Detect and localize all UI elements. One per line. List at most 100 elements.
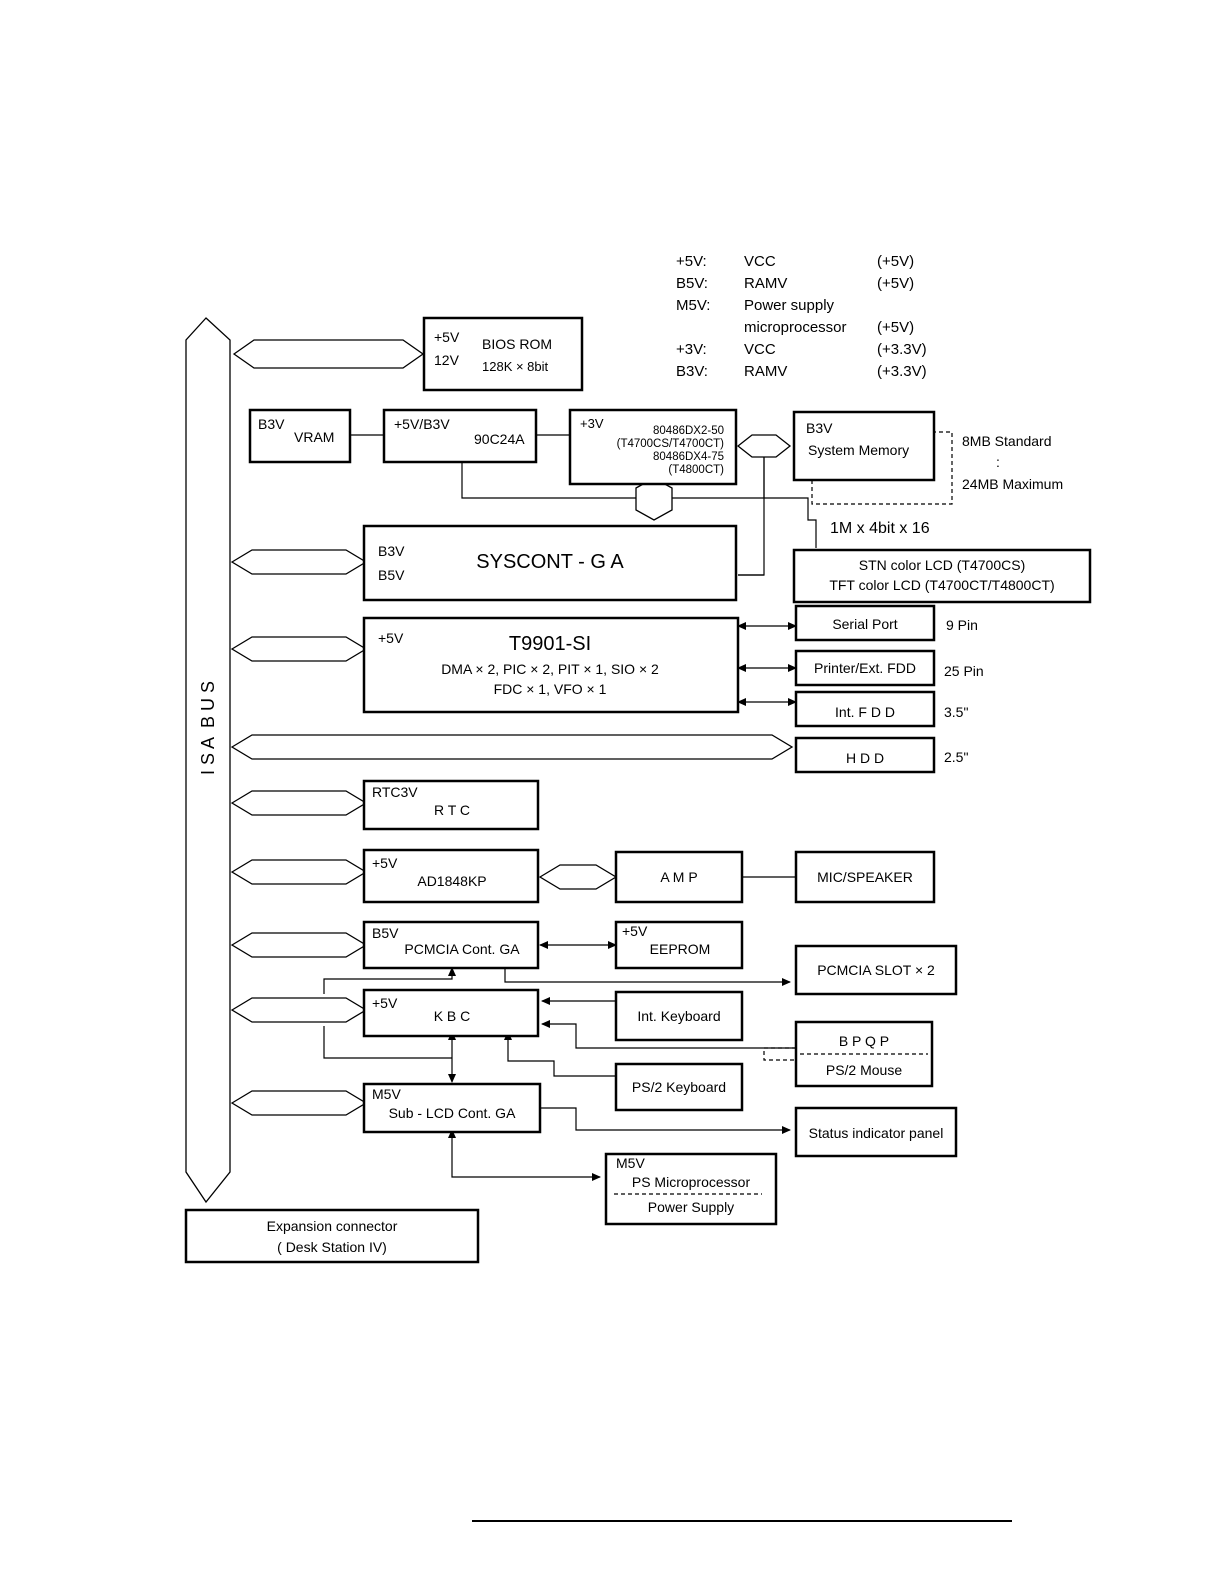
- bus-connectors: [230, 339, 794, 1116]
- audio-codec-name: AD1848KP: [417, 873, 486, 889]
- memory-expansion-dashed: [811, 431, 953, 505]
- legend-val: (+5V): [877, 253, 914, 270]
- wiring: [323, 431, 953, 1181]
- memory-range-separator: :: [996, 454, 1000, 470]
- cpu-voltage: +3V: [580, 416, 604, 431]
- ps-microprocessor-name: PS Microprocessor: [632, 1174, 751, 1190]
- memory-chip-config: 1M x 4bit x 16: [830, 520, 930, 537]
- bios-name: BIOS ROM: [482, 336, 552, 352]
- line-mem-syscont: [738, 457, 765, 576]
- syscont-voltage-1: B3V: [378, 543, 405, 559]
- bus-link-bios: [232, 339, 425, 369]
- bios-voltage-1: +5V: [434, 329, 460, 345]
- bpqp-name: B P Q P: [839, 1033, 889, 1049]
- mic-speaker-block: [794, 850, 936, 904]
- cpu-line-2: (T4700CS/T4700CT): [617, 438, 725, 450]
- legend-desc: Power supply: [744, 297, 835, 314]
- eeprom-block: [614, 920, 744, 970]
- lcd-line-1: STN color LCD (T4700CS): [859, 557, 1026, 573]
- line-pcmcia-slot: [504, 968, 791, 986]
- lcd-line-2: TFT color LCD (T4700CT/T4800CT): [829, 577, 1054, 593]
- printer-name: Printer/Ext. FDD: [814, 660, 916, 676]
- memory-maximum: 24MB Maximum: [962, 476, 1063, 492]
- bus-link-ad1848: [230, 859, 368, 885]
- hdd-block: [794, 736, 936, 774]
- hdd-note: 2.5": [944, 749, 968, 765]
- audio-codec-voltage: +5V: [372, 855, 398, 871]
- power-supply-name: Power Supply: [648, 1199, 734, 1215]
- isa-bus: [185, 317, 231, 1204]
- t9901-block: [362, 616, 740, 714]
- bus-link-t9901: [230, 636, 368, 662]
- eeprom-voltage: +5V: [622, 923, 648, 939]
- ps-microprocessor-voltage: M5V: [616, 1155, 645, 1171]
- int-keyboard-name: Int. Keyboard: [637, 1008, 720, 1024]
- legend-desc: RAMV: [744, 363, 787, 380]
- line-bus-pcmcia: [323, 967, 456, 994]
- bus-link-rtc: [230, 790, 368, 816]
- ps2-mouse-name: PS/2 Mouse: [826, 1062, 902, 1078]
- cpu-line-4: (T4800CT): [668, 464, 724, 476]
- legend-key: M5V:: [676, 297, 710, 314]
- pcmcia-controller-name: PCMCIA Cont. GA: [404, 941, 520, 957]
- system-memory-block: [792, 410, 936, 482]
- system-memory-name: System Memory: [808, 442, 909, 458]
- syscont-name: SYSCONT - G A: [476, 551, 624, 573]
- sub-lcd-controller-name: Sub - LCD Cont. GA: [389, 1105, 516, 1121]
- video-controller-block: [382, 408, 538, 464]
- line-bpqp-mouse-dashed: [763, 1047, 796, 1061]
- pcmcia-controller-voltage: B5V: [372, 925, 399, 941]
- int-fdd-name: Int. F D D: [835, 704, 895, 720]
- system-memory-voltage: B3V: [806, 420, 833, 436]
- legend-key: B3V:: [676, 363, 708, 380]
- legend-val: (+3.3V): [877, 363, 927, 380]
- status-indicator-name: Status indicator panel: [809, 1125, 944, 1141]
- legend-desc: VCC: [744, 253, 776, 270]
- legend-val: (+5V): [877, 319, 914, 336]
- t9901-voltage: +5V: [378, 630, 404, 646]
- status-indicator-block: [794, 1106, 958, 1158]
- vram-block: [248, 408, 352, 464]
- syscont-voltage-2: B5V: [378, 567, 405, 583]
- expansion-connector-line-1: Expansion connector: [267, 1218, 398, 1234]
- syscont-block: [362, 524, 738, 602]
- line-bpqp-kbc: [541, 1020, 796, 1049]
- kbc-voltage: +5V: [372, 995, 398, 1011]
- printer-block: [794, 649, 936, 687]
- ps-microprocessor-block: [604, 1152, 778, 1226]
- audio-codec-block: [362, 848, 540, 904]
- amp-block: [614, 850, 744, 904]
- line-90c24a-hex: [461, 462, 636, 499]
- bios-sub: 128K × 8bit: [482, 359, 549, 374]
- pcmcia-controller-block: [362, 920, 540, 970]
- cpu-line-3: 80486DX4-75: [653, 451, 724, 463]
- printer-note: 25 Pin: [944, 663, 984, 679]
- rtc-voltage: RTC3V: [372, 784, 418, 800]
- video-controller-voltage: +5V/B3V: [394, 416, 450, 432]
- bus-link-kbc: [230, 997, 368, 1023]
- voltage-legend: +5V: VCC (+5V) B5V: RAMV (+5V) M5V: Powe…: [676, 253, 927, 380]
- sub-lcd-controller-block: [362, 1082, 542, 1134]
- t9901-line-1: DMA × 2, PIC × 2, PIT × 1, SIO × 2: [441, 661, 659, 677]
- kbc-block: [362, 988, 540, 1038]
- ps2-keyboard-block: [614, 1062, 744, 1112]
- rtc-name: R T C: [434, 802, 470, 818]
- legend-key: +3V:: [676, 341, 707, 358]
- serial-port-block: [794, 604, 936, 642]
- line-ps2kb-kbc: [504, 1031, 616, 1077]
- vram-name: VRAM: [294, 429, 334, 445]
- bios-rom-block: [422, 316, 584, 392]
- t9901-line-2: FDC × 1, VFO × 1: [494, 681, 607, 697]
- bus-link-audio-amp: [538, 864, 618, 890]
- legend-val: (+5V): [877, 275, 914, 292]
- sub-lcd-controller-voltage: M5V: [372, 1086, 401, 1102]
- lcd-block: [792, 548, 1092, 604]
- bus-link-pcmcia: [230, 932, 368, 958]
- pcmcia-slot-block: [794, 944, 958, 996]
- bios-voltage-2: 12V: [434, 352, 460, 368]
- line-sublcd-status: [540, 1107, 791, 1134]
- isa-bus-label: I S A B U S: [198, 681, 218, 775]
- int-fdd-block: [794, 690, 936, 728]
- line-hex-lcd: [672, 497, 817, 548]
- video-controller-name: 90C24A: [474, 431, 525, 447]
